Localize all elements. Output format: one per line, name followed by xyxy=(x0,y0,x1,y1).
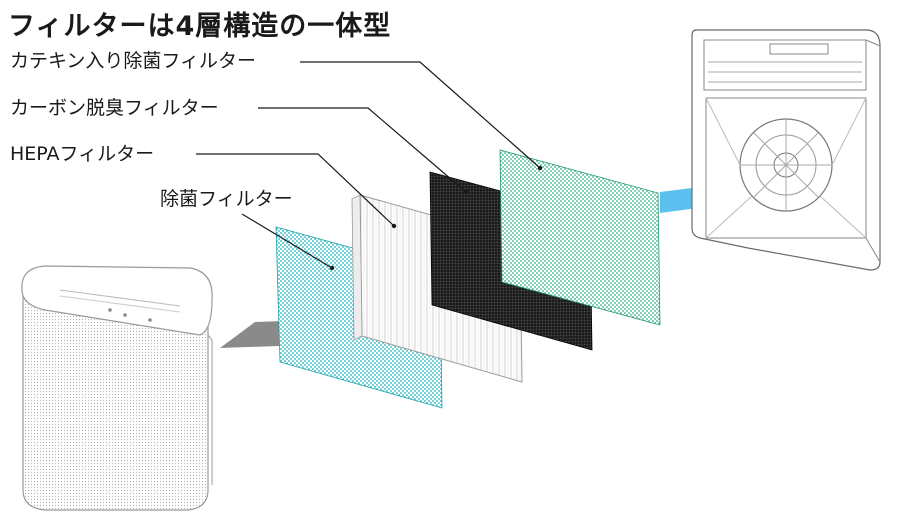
leader-lines xyxy=(196,61,541,269)
leader-line-carbon xyxy=(258,107,467,193)
label-hepa-filter: HEPAフィルター xyxy=(10,143,155,165)
purifier-front-illustration xyxy=(21,265,213,511)
label-antibac-filter: 除菌フィルター xyxy=(160,188,293,210)
leader-line-catechin xyxy=(300,61,541,169)
label-carbon-filter: カーボン脱臭フィルター xyxy=(10,97,219,119)
leader-line-hepa xyxy=(196,153,395,227)
catechin-filter-layer xyxy=(499,149,661,326)
leader-dots xyxy=(329,165,543,271)
page-title: フィルターは4層構造の一体型 xyxy=(8,11,392,42)
leader-line-antibac xyxy=(241,213,333,269)
label-catechin-filter: カテキン入り除菌フィルター xyxy=(10,50,257,72)
purifier-rear-illustration xyxy=(691,29,881,271)
